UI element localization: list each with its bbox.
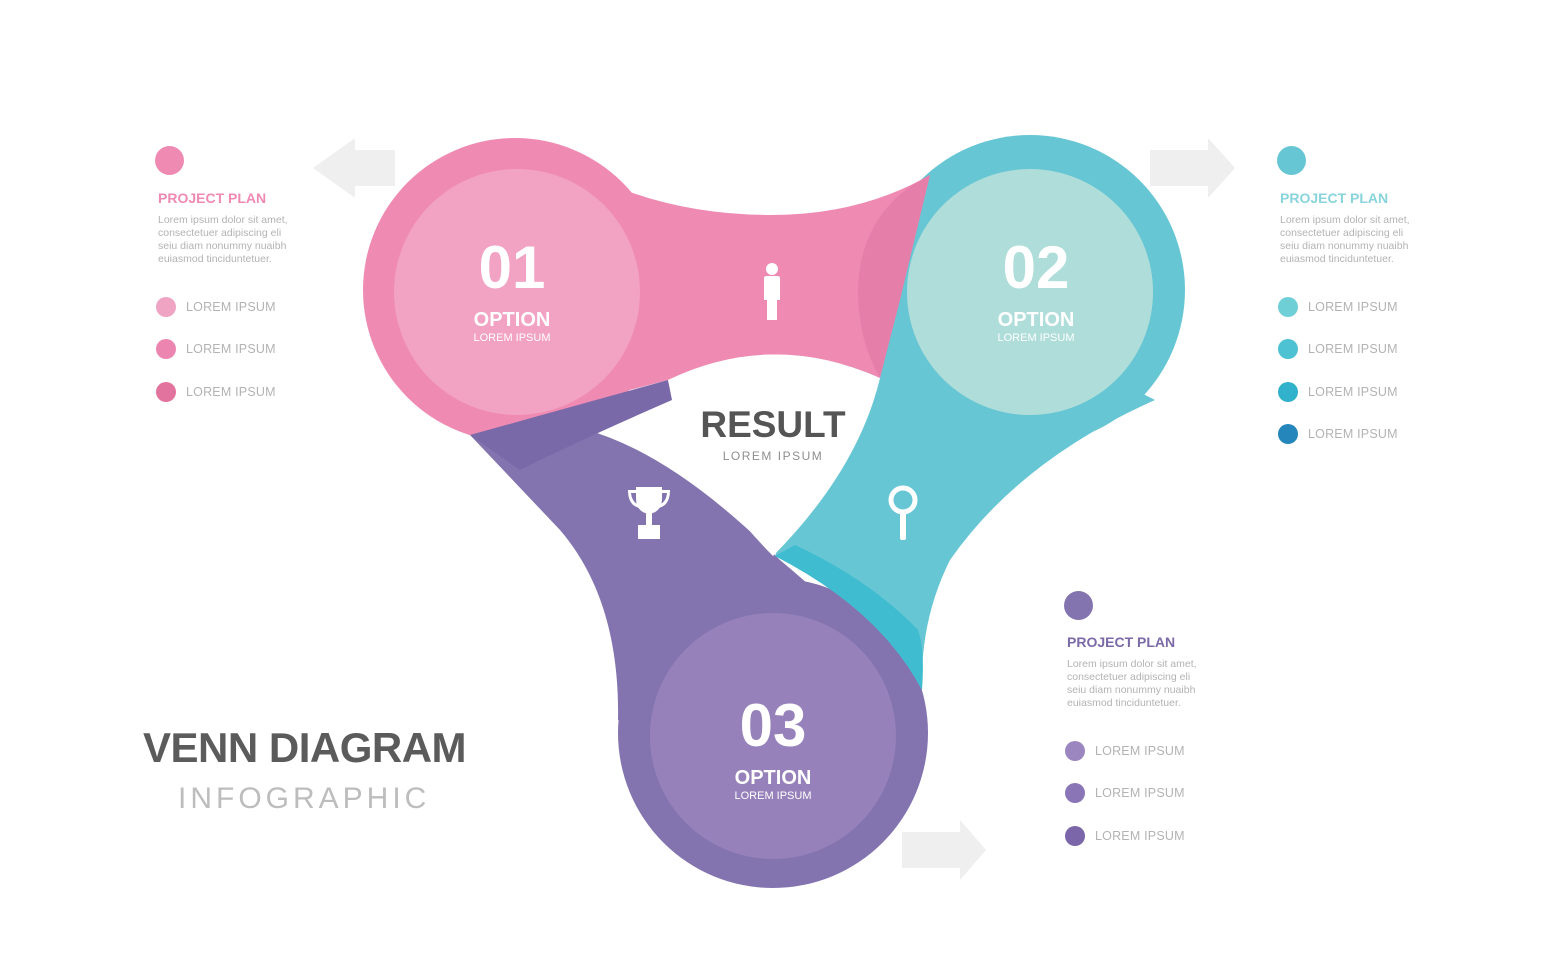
bullet-dot [1065, 741, 1085, 761]
panel-1-desc-line: consectetuer adipiscing eli [158, 227, 282, 239]
panel-1-desc-line: seiu diam nonummy nuaibh [158, 240, 287, 252]
panel-3-item: LOREM IPSUM [1065, 825, 1185, 847]
panel-1-description: Lorem ipsum dolor sit amet, consectetuer… [158, 214, 308, 266]
panel-1-item: LOREM IPSUM [156, 338, 276, 360]
option-02-label: OPTION [998, 309, 1075, 331]
panel-2-dot [1277, 146, 1306, 175]
option-01-shadow [858, 175, 930, 378]
magnifier-icon [888, 485, 918, 540]
trophy-icon [628, 487, 670, 539]
panel-3-description: Lorem ipsum dolor sit amet, consectetuer… [1067, 658, 1217, 710]
arrow-right-icon [1150, 138, 1235, 198]
bullet-dot [156, 339, 176, 359]
panel-3-dot [1064, 591, 1093, 620]
panel-3-title: PROJECT PLAN [1067, 634, 1176, 650]
panel-2-item: LOREM IPSUM [1278, 423, 1398, 445]
option-02-shadow [775, 545, 923, 690]
page-title: VENN DIAGRAM [143, 724, 467, 771]
option-01-sub: LOREM IPSUM [473, 332, 550, 344]
bullet-dot [156, 297, 176, 317]
bullet-label: LOREM IPSUM [1308, 342, 1398, 356]
bullet-label: LOREM IPSUM [1095, 786, 1185, 800]
panel-1-desc-line: euiasmod tinciduntetuer. [158, 253, 272, 265]
panel-3-item: LOREM IPSUM [1065, 740, 1185, 762]
panel-2-desc-line: Lorem ipsum dolor sit amet, [1280, 214, 1410, 226]
page-subtitle: INFOGRAPHIC [178, 782, 431, 815]
bullet-dot [1278, 297, 1298, 317]
bullet-label: LOREM IPSUM [186, 385, 276, 399]
result-subtitle: LOREM IPSUM [723, 449, 824, 463]
arrow-left-icon [313, 138, 395, 198]
arrow-right-icon [902, 820, 986, 880]
option-03-number: 03 [740, 692, 807, 759]
panel-2-item: LOREM IPSUM [1278, 338, 1398, 360]
option-03-shadow [470, 380, 672, 470]
option-02-inner-circle [907, 169, 1153, 415]
option-01-label: OPTION [474, 309, 551, 331]
panel-1-title: PROJECT PLAN [158, 190, 267, 206]
bullet-dot [1065, 783, 1085, 803]
bullet-label: LOREM IPSUM [1308, 300, 1398, 314]
panel-2-desc-line: consectetuer adipiscing eli [1280, 227, 1404, 239]
bullet-dot [1278, 382, 1298, 402]
panel-1-item: LOREM IPSUM [156, 381, 276, 403]
panel-2-description: Lorem ipsum dolor sit amet, consectetuer… [1280, 214, 1430, 266]
bullet-dot [156, 382, 176, 402]
panel-1-desc-line: Lorem ipsum dolor sit amet, [158, 214, 288, 226]
bullet-dot [1065, 826, 1085, 846]
panel-2-desc-line: euiasmod tinciduntetuer. [1280, 253, 1394, 265]
option-01-number: 01 [479, 234, 546, 301]
panel-2-item: LOREM IPSUM [1278, 381, 1398, 403]
panel-2-title: PROJECT PLAN [1280, 190, 1389, 206]
panel-2-item: LOREM IPSUM [1278, 296, 1398, 318]
option-03-inner-circle [650, 613, 896, 859]
panel-3-desc-line: Lorem ipsum dolor sit amet, [1067, 658, 1197, 670]
bullet-label: LOREM IPSUM [1308, 385, 1398, 399]
panel-1-item: LOREM IPSUM [156, 296, 276, 318]
panel-3-desc-line: seiu diam nonummy nuaibh [1067, 684, 1196, 696]
panel-3-desc-line: euiasmod tinciduntetuer. [1067, 697, 1181, 709]
person-icon [764, 263, 780, 320]
option-01-inner-circle [394, 169, 640, 415]
option-03-sub: LOREM IPSUM [734, 790, 811, 802]
panel-1-dot [155, 146, 184, 175]
bullet-label: LOREM IPSUM [186, 300, 276, 314]
bullet-label: LOREM IPSUM [1095, 829, 1185, 843]
option-03-label: OPTION [735, 767, 812, 789]
bullet-label: LOREM IPSUM [1308, 427, 1398, 441]
panel-3-desc-line: consectetuer adipiscing eli [1067, 671, 1191, 683]
bullet-label: LOREM IPSUM [1095, 744, 1185, 758]
option-02-number: 02 [1003, 234, 1070, 301]
panel-3-item: LOREM IPSUM [1065, 782, 1185, 804]
bullet-label: LOREM IPSUM [186, 342, 276, 356]
result-title: RESULT [700, 404, 846, 445]
bullet-dot [1278, 424, 1298, 444]
option-02-sub: LOREM IPSUM [997, 332, 1074, 344]
panel-2-desc-line: seiu diam nonummy nuaibh [1280, 240, 1409, 252]
bullet-dot [1278, 339, 1298, 359]
